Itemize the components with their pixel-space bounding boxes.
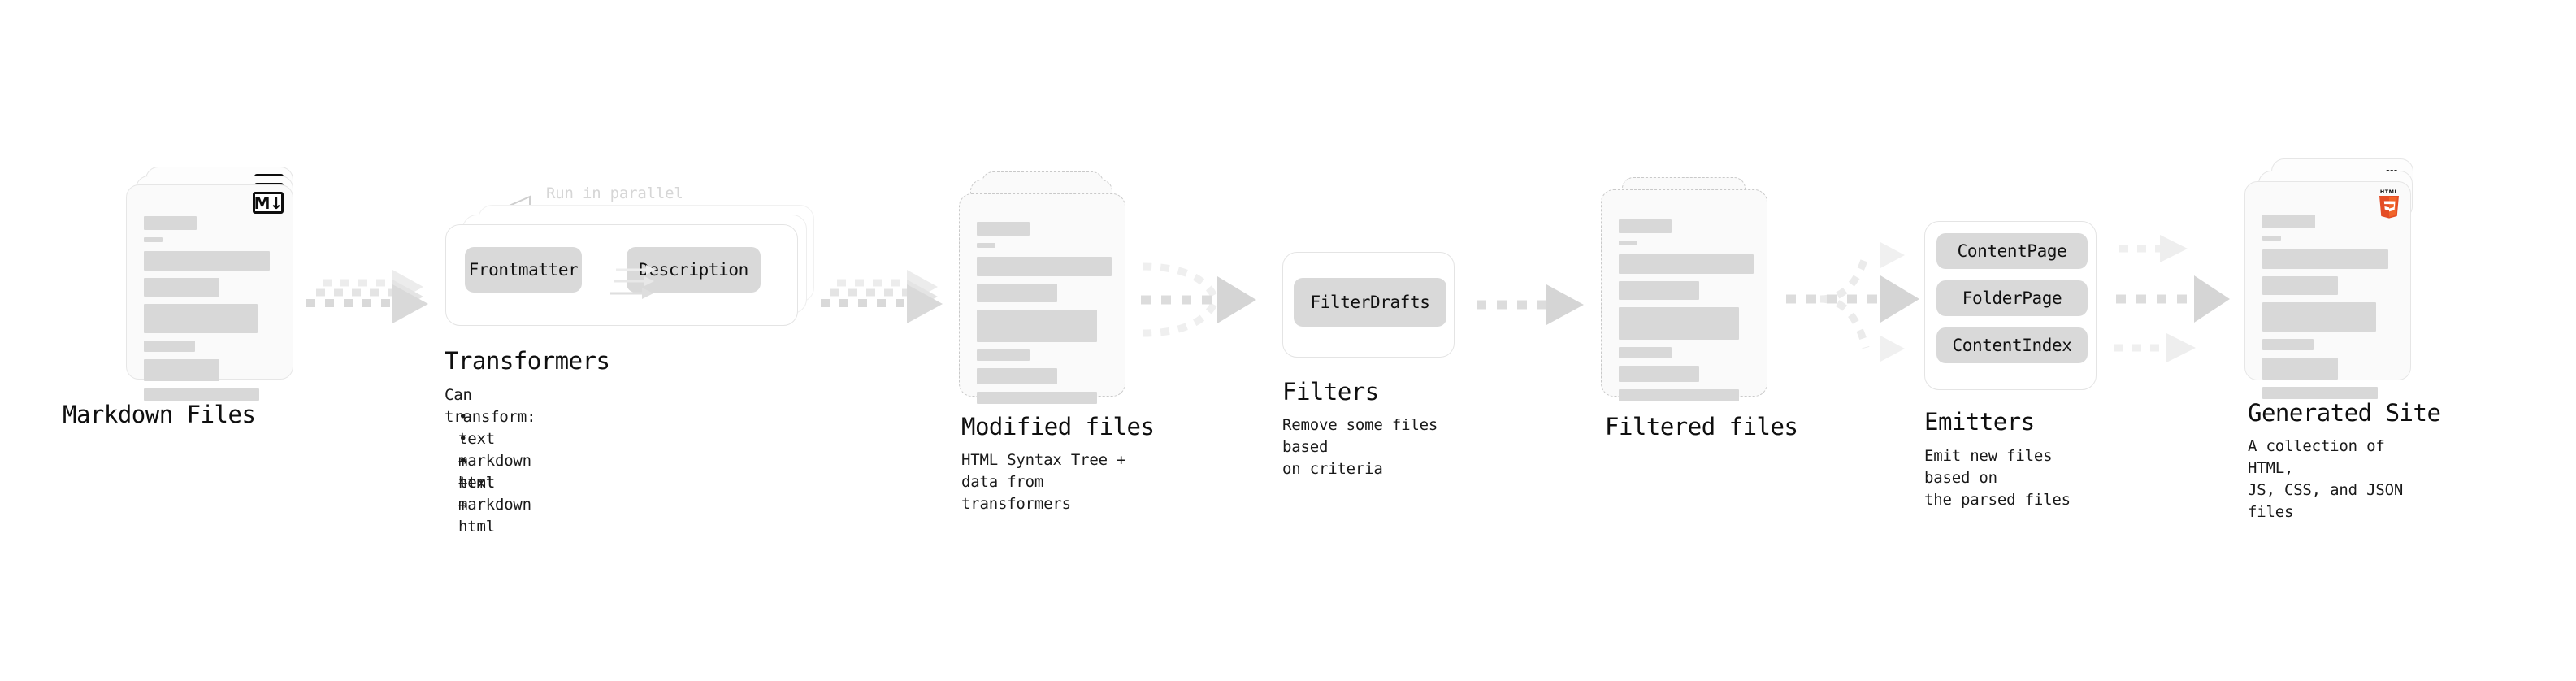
placeholder-bar <box>1619 366 1699 382</box>
placeholder-bar <box>1619 347 1672 358</box>
placeholder-bar <box>1619 219 1672 233</box>
stage-filters: FilterDrafts Filters Remove some files b… <box>1282 252 1455 478</box>
filtered-card-front <box>1601 189 1767 401</box>
placeholder-bar <box>977 243 995 248</box>
transformers-bullet-2: • html → html <box>458 452 495 536</box>
placeholder-bar <box>977 368 1057 384</box>
placeholder-bar <box>144 278 219 297</box>
placeholder-bar <box>144 216 197 230</box>
markdown-badge: M↓ <box>253 192 284 214</box>
placeholder-bar <box>2262 339 2314 350</box>
stage-generated-site: CSS HTML <box>2244 158 2441 521</box>
emitters-subtitle: Emit new files based on the parsed files <box>1924 447 2071 509</box>
placeholder-bar <box>2262 387 2378 399</box>
site-card-stack: CSS HTML <box>2244 158 2439 410</box>
placeholder-bar <box>1619 281 1699 300</box>
placeholder-bar <box>2262 302 2376 332</box>
modified-card-stack <box>959 167 1146 410</box>
filters-box: FilterDrafts <box>1282 252 1455 358</box>
placeholder-bar <box>2262 215 2315 228</box>
modified-placeholder-bars <box>977 222 1112 411</box>
chip-folderpage[interactable]: FolderPage <box>1936 280 2088 316</box>
chip-contentindex[interactable]: ContentIndex <box>1936 327 2088 363</box>
run-in-parallel-label: Run in parallel <box>546 184 683 202</box>
connector-transformers-to-modified <box>821 270 943 323</box>
stage-title-markdown-files: Markdown Files <box>63 401 256 428</box>
connector-filtered-to-emitters <box>1786 242 1919 362</box>
stage-title-modified-files: Modified files <box>961 413 1155 440</box>
placeholder-bar <box>977 349 1030 361</box>
generated-site-subtitle: A collection of HTML, JS, CSS, and JSON … <box>2248 437 2404 521</box>
chip-frontmatter[interactable]: Frontmatter <box>465 247 582 293</box>
connector-modified-to-filters <box>1141 262 1256 337</box>
stage-title-emitters: Emitters <box>1924 408 2035 436</box>
stage-title-filters: Filters <box>1282 378 1379 406</box>
chip-contentpage[interactable]: ContentPage <box>1936 233 2088 269</box>
chip-filterdrafts[interactable]: FilterDrafts <box>1294 278 1446 327</box>
emitters-box: ContentPage FolderPage ContentIndex <box>1924 221 2097 390</box>
placeholder-bar <box>2262 358 2338 380</box>
stage-filtered-files: Filtered files <box>1601 177 1798 440</box>
stage-title-transformers: Transformers <box>445 347 610 375</box>
html5-badge: HTML <box>2379 189 2399 219</box>
svg-text:HTML: HTML <box>2380 189 2398 195</box>
site-card-front: HTML <box>2244 181 2411 399</box>
placeholder-bar <box>144 251 270 271</box>
transformers-subtitle: Can transform: <box>445 386 536 426</box>
filtered-placeholder-bars <box>1619 219 1754 409</box>
placeholder-bar <box>1619 241 1637 245</box>
placeholder-bar <box>1619 307 1739 340</box>
placeholder-bar <box>1619 254 1754 274</box>
stage-modified-files: Modified files HTML Syntax Tree + data f… <box>959 167 1155 513</box>
stage-markdown-files: M↓ M↓ M↓ Markdown Files <box>63 167 313 428</box>
placeholder-bar <box>144 237 163 242</box>
modified-card-front <box>959 193 1125 404</box>
connector-emitters-to-site <box>2114 235 2230 362</box>
placeholder-bar <box>977 310 1097 342</box>
stage-title-filtered-files: Filtered files <box>1605 413 1798 440</box>
transformers-bullet-1: • markdown → markdown <box>458 430 531 514</box>
placeholder-bar <box>2262 249 2388 269</box>
placeholder-bar <box>977 284 1057 302</box>
placeholder-bar <box>977 392 1097 404</box>
filtered-card-stack <box>1601 177 1788 421</box>
placeholder-bar <box>144 388 259 401</box>
markdown-card-stack: M↓ M↓ M↓ <box>126 167 313 410</box>
transformer-box-front: Frontmatter Description <box>445 224 798 326</box>
placeholder-bar <box>1619 389 1739 401</box>
transformer-inner-arrows <box>610 265 656 299</box>
site-placeholder-bars <box>2262 215 2395 406</box>
placeholder-bar <box>144 304 258 333</box>
stage-title-generated-site: Generated Site <box>2248 399 2441 427</box>
markdown-placeholder-bars <box>144 216 277 408</box>
connector-markdown-to-transformers <box>306 270 428 323</box>
markdown-card-front: M↓ <box>126 184 293 401</box>
placeholder-bar <box>144 359 219 381</box>
modified-files-subtitle: HTML Syntax Tree + data from transformer… <box>961 451 1126 513</box>
transformers-bullet-0: • text → text <box>458 408 495 492</box>
placeholder-bar <box>2262 236 2281 241</box>
stage-emitters: ContentPage FolderPage ContentIndex Emit… <box>1924 221 2097 509</box>
placeholder-bar <box>144 340 195 352</box>
placeholder-bar <box>977 257 1112 276</box>
filters-subtitle: Remove some files based on criteria <box>1282 416 1438 478</box>
placeholder-bar <box>977 222 1030 236</box>
connector-filters-to-filtered <box>1477 284 1584 325</box>
placeholder-bar <box>2262 276 2338 295</box>
